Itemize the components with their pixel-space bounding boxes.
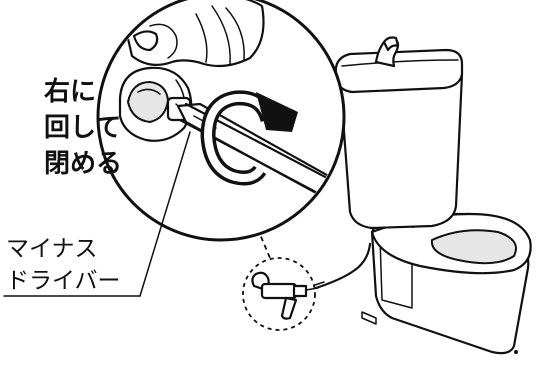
- instruction-line-1: 右に: [44, 77, 96, 107]
- valve-detail-circle: [243, 258, 318, 330]
- valve-knob-magnified: [120, 68, 191, 141]
- instruction-line-2: 回して: [44, 113, 121, 143]
- tool-label: マイナス ドライバー: [6, 236, 121, 294]
- tool-label-line-2: ドライバー: [6, 268, 121, 294]
- hand-icon: [126, 0, 264, 66]
- tool-label-line-1: マイナス: [6, 236, 98, 262]
- toilet-icon: [336, 38, 531, 355]
- magnified-view: [98, 0, 350, 240]
- instruction-line-3: 閉める: [44, 149, 122, 179]
